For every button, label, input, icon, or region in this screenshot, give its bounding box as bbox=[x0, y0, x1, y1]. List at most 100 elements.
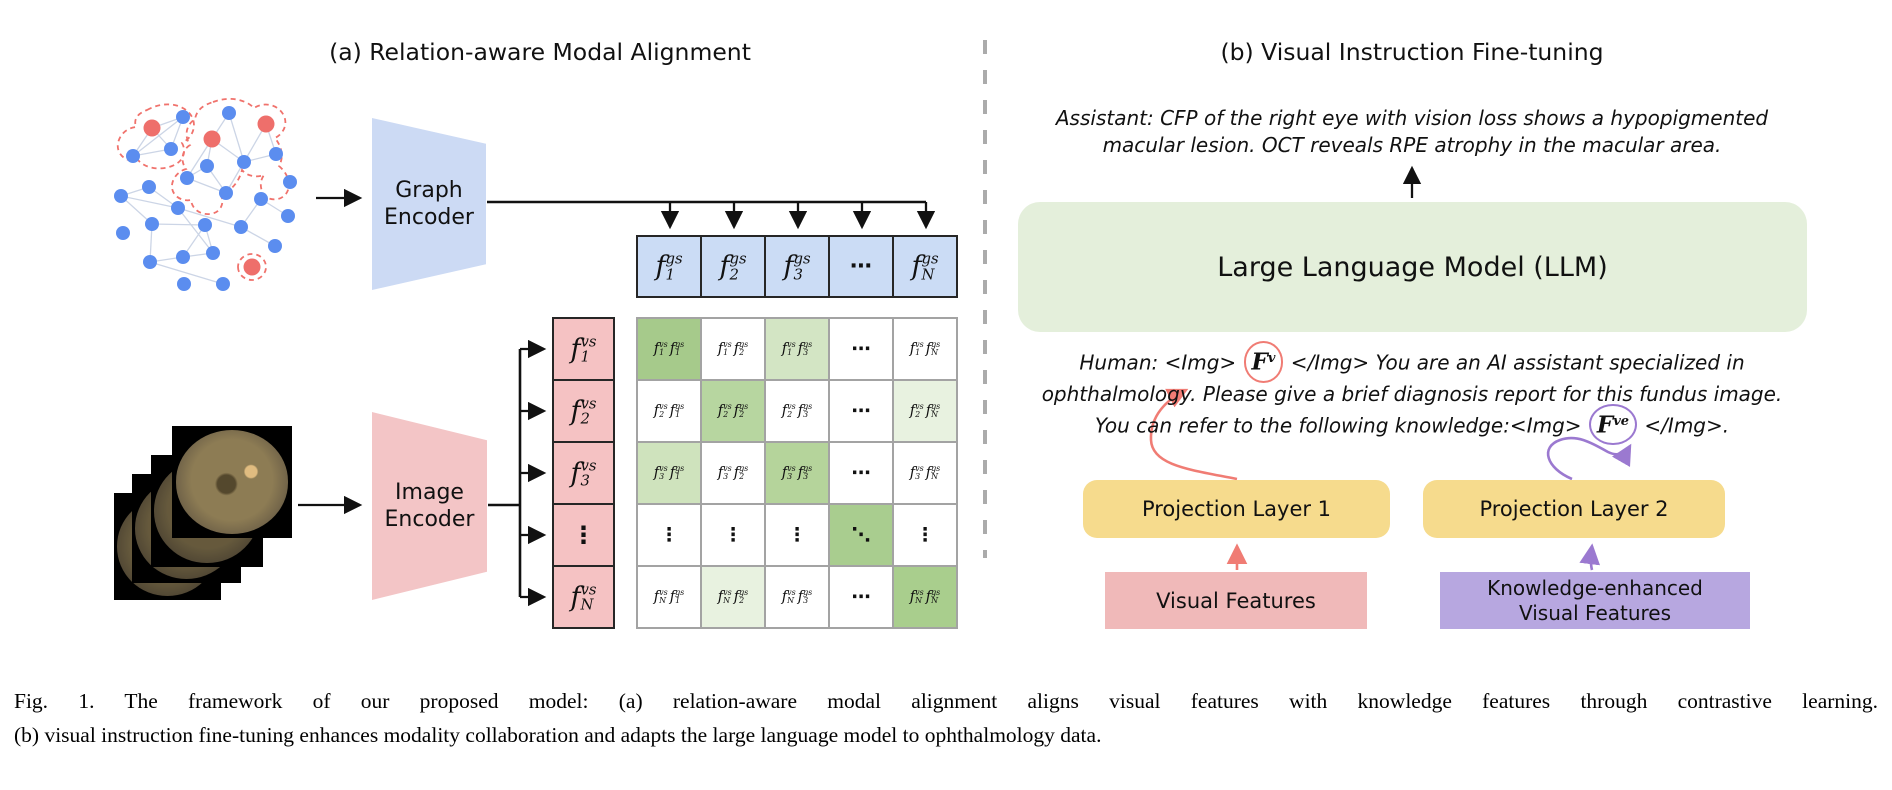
caption-line-1: Fig. 1. The framework of our proposed mo… bbox=[14, 689, 1878, 713]
assistant-response-text: Assistant: CFP of the right eye with vis… bbox=[1012, 105, 1812, 159]
graph-node-red bbox=[203, 130, 221, 148]
knowledge-features-box: Knowledge-enhanced Visual Features bbox=[1440, 572, 1750, 629]
human-line: Human: <Img> Fv </Img> You are an AI ass… bbox=[1012, 341, 1812, 383]
graph-node-blue bbox=[176, 250, 190, 264]
graph-node-blue bbox=[116, 226, 130, 240]
graph-node-blue bbox=[237, 155, 251, 169]
graph-node-blue bbox=[268, 239, 282, 253]
graph-node-blue bbox=[177, 277, 191, 291]
assistant-line: Assistant: CFP of the right eye with vis… bbox=[1055, 106, 1769, 130]
similarity-cell: ⋮ bbox=[638, 505, 702, 567]
similarity-cell: ⋯ bbox=[830, 443, 894, 505]
graph-encoder-label: Graph bbox=[395, 177, 463, 203]
graph-node-red bbox=[257, 115, 275, 133]
knowledge-to-projection2-arrow bbox=[1579, 543, 1601, 571]
knowledge-graph bbox=[114, 97, 297, 291]
image-encoder-block: Image Encoder bbox=[372, 412, 487, 600]
image-encoder-label: Encoder bbox=[384, 507, 475, 532]
feature-cell-vs: ⋮ bbox=[552, 503, 615, 567]
graph-edge bbox=[149, 261, 224, 285]
similarity-cell: ⋮ bbox=[702, 505, 766, 567]
graph-node-blue bbox=[234, 220, 248, 234]
similarity-cell: ⋯ bbox=[830, 319, 894, 381]
similarity-cell: ⋮ bbox=[894, 505, 958, 567]
visual-features-box: Visual Features bbox=[1105, 572, 1367, 629]
projection-layer-2-box: Projection Layer 2 bbox=[1423, 480, 1725, 538]
graph-node-blue bbox=[206, 246, 220, 260]
graph-edge bbox=[120, 195, 179, 209]
graph-node-blue bbox=[219, 186, 233, 200]
cluster-outline bbox=[116, 103, 195, 170]
graph-encoder-block: Graph Encoder bbox=[372, 118, 486, 290]
image-encoder-label: Image bbox=[395, 479, 464, 505]
projection-layer-1-box: Projection Layer 1 bbox=[1083, 480, 1390, 538]
feature-cell-gs: ⋯ bbox=[828, 235, 894, 298]
knowledge-features-label: Knowledge-enhanced bbox=[1487, 575, 1703, 600]
figure-caption: Fig. 1. The framework of our proposed mo… bbox=[14, 684, 1878, 752]
projection2-to-token-curve bbox=[1546, 436, 1632, 481]
caption-line-2: (b) visual instruction fine-tuning enhan… bbox=[14, 723, 1102, 747]
graph-edge bbox=[151, 223, 206, 226]
similarity-cell: ⋱ bbox=[830, 505, 894, 567]
similarity-cell: ⋯ bbox=[830, 567, 894, 629]
human-prompt-text: Human: <Img> Fv </Img> You are an AI ass… bbox=[1012, 341, 1812, 446]
graph-node-blue bbox=[114, 189, 128, 203]
graph-node-red bbox=[243, 258, 261, 276]
graph-edge bbox=[177, 207, 214, 254]
llm-label: Large Language Model (LLM) bbox=[1217, 251, 1608, 283]
graph-node-blue bbox=[164, 142, 178, 156]
similarity-cell: ⋮ bbox=[766, 505, 830, 567]
graph-node-blue bbox=[216, 277, 230, 291]
similarity-cell: ⋯ bbox=[830, 381, 894, 443]
human-line: You can refer to the following knowledge… bbox=[1012, 403, 1812, 446]
cluster-outline bbox=[171, 97, 290, 215]
fundus-image bbox=[172, 426, 292, 538]
graph-edge bbox=[177, 207, 242, 228]
graph-node-blue bbox=[142, 180, 156, 194]
feature-token-ve: Fve bbox=[1588, 403, 1638, 446]
graph-node-red bbox=[143, 119, 161, 137]
graph-node-blue bbox=[222, 106, 236, 120]
graph-node-blue bbox=[171, 201, 185, 215]
graph-node-blue bbox=[281, 209, 295, 223]
knowledge-features-label: Visual Features bbox=[1518, 600, 1672, 625]
image-encoder-branch bbox=[488, 349, 522, 597]
graph-node-blue bbox=[198, 218, 212, 232]
assistant-line: macular lesion. OCT reveals RPE atrophy … bbox=[1102, 133, 1722, 157]
graph-encoder-label: Encoder bbox=[384, 205, 474, 230]
graph-node-blue bbox=[254, 192, 268, 206]
graph-node-blue bbox=[283, 175, 297, 189]
panel-a-title: (a) Relation-aware Modal Alignment bbox=[329, 38, 751, 66]
graph-node-blue bbox=[176, 110, 190, 124]
llm-box: Large Language Model (LLM) bbox=[1018, 202, 1807, 332]
graph-edge bbox=[132, 116, 184, 157]
graph-node-blue bbox=[126, 149, 140, 163]
cluster-outline bbox=[237, 253, 267, 281]
graph-edge bbox=[228, 112, 245, 163]
graph-node-blue bbox=[145, 217, 159, 231]
feature-token-v: Fv bbox=[1243, 341, 1284, 383]
